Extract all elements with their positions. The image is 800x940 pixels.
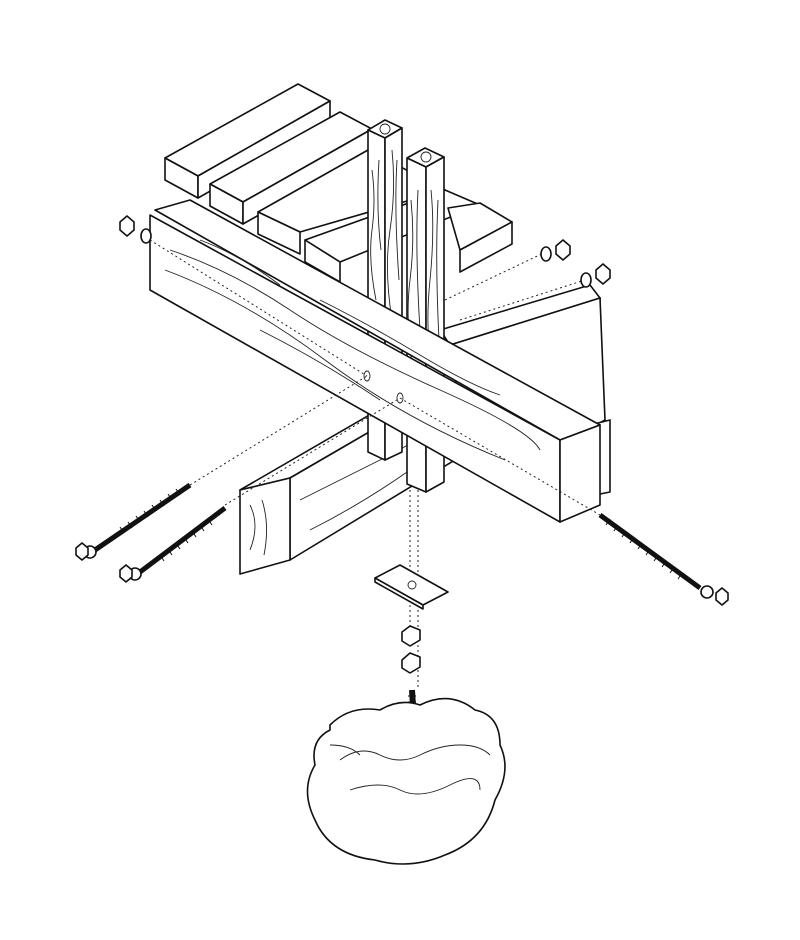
nut-icon <box>401 625 421 647</box>
nut-icon <box>555 239 571 261</box>
threaded-rod-right <box>598 512 729 606</box>
hardware-upper-left <box>119 215 152 244</box>
nut-icon <box>119 564 133 583</box>
washer-icon <box>540 246 552 262</box>
concrete-footing <box>306 697 506 865</box>
bolt-hole <box>396 392 404 404</box>
washer-icon <box>700 585 714 599</box>
bolt-hole <box>363 370 371 382</box>
nut-icon <box>75 542 89 561</box>
washer-icon <box>140 228 152 244</box>
hardware-upper-right <box>540 239 611 288</box>
washer-icon <box>580 272 592 288</box>
threaded-rod-left-upper <box>75 482 192 561</box>
deck-board <box>209 111 373 225</box>
nut-icon <box>401 652 421 674</box>
nut-icon <box>119 215 135 237</box>
nut-icon <box>595 263 611 285</box>
threaded-rod-left-lower <box>119 506 227 583</box>
nut-icon <box>715 587 729 606</box>
